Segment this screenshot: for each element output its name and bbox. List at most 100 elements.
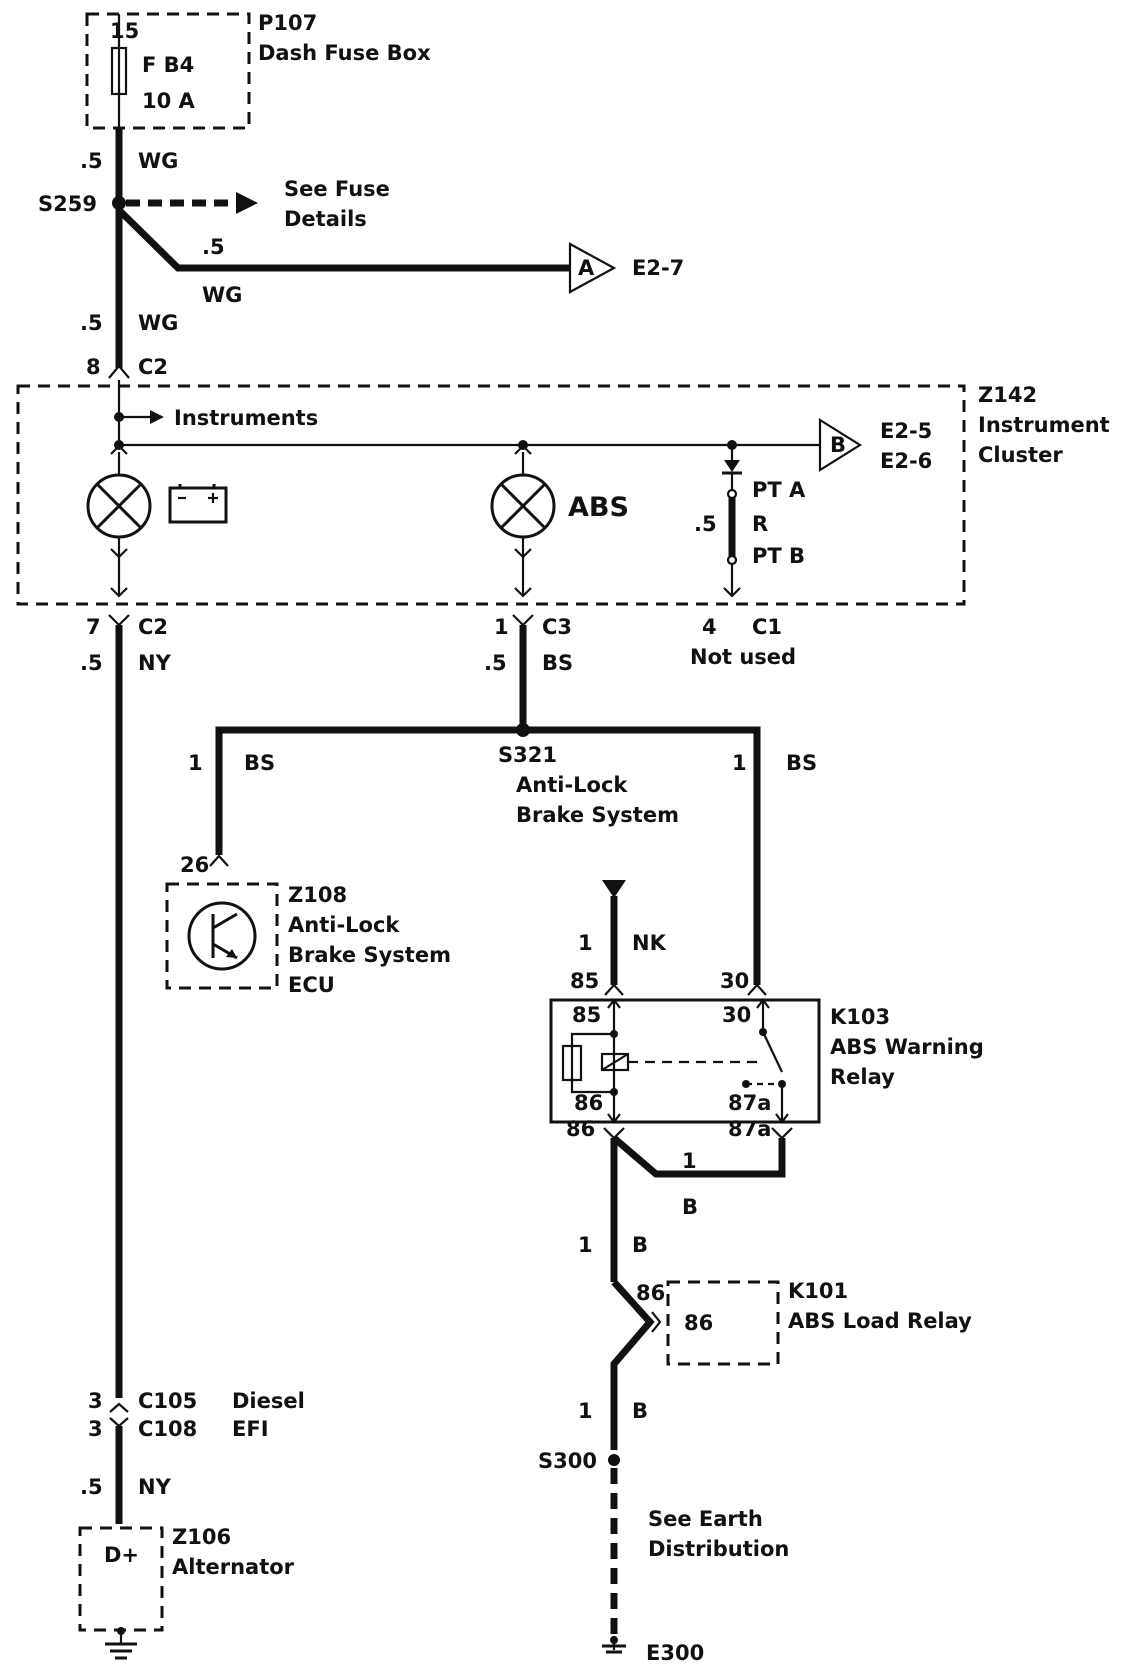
wire-size-label: 1 — [188, 751, 203, 775]
svg-text:Instrument: Instrument — [978, 413, 1110, 437]
wire-size-label: 1 — [682, 1149, 697, 1173]
svg-text:85: 85 — [570, 969, 599, 993]
wire-size-label: 1 — [578, 1233, 593, 1257]
abs-lamp-label: ABS — [568, 492, 629, 523]
wire-color-label: WG — [138, 149, 178, 173]
svg-text:Z106: Z106 — [172, 1525, 231, 1549]
svg-text:Alternator: Alternator — [172, 1555, 295, 1579]
svg-text:86: 86 — [574, 1091, 603, 1115]
svg-text:Brake System: Brake System — [288, 943, 451, 967]
svg-text:K101: K101 — [788, 1279, 848, 1303]
svg-text:Relay: Relay — [830, 1065, 895, 1089]
earth-distribution-note: See Earth — [648, 1507, 763, 1531]
svg-text:7: 7 — [86, 615, 101, 639]
svg-text:Z108: Z108 — [288, 883, 347, 907]
p107-fuse-box: 15 F B4 10 A P107 Dash Fuse Box — [85, 11, 431, 130]
svg-text:ECU: ECU — [288, 973, 335, 997]
z106-alternator: D+ Z106 Alternator — [78, 1525, 295, 1660]
svg-text:3: 3 — [88, 1389, 103, 1413]
svg-text:C2: C2 — [138, 355, 168, 379]
alternator-terminal: D+ — [104, 1543, 139, 1567]
wire-color-label: BS — [244, 751, 275, 775]
offpage-connector-a — [568, 242, 617, 294]
wire-wg-main: .5 WG .5 WG — [80, 128, 178, 368]
z142-instrument-cluster: Z142 Instrument Cluster Instruments B E2… — [16, 380, 1110, 606]
arrow-down-icon — [602, 880, 626, 898]
offpage-reference: E2-5 — [880, 419, 932, 443]
svg-text:Anti-Lock: Anti-Lock — [288, 913, 400, 937]
svg-text:87a: 87a — [728, 1091, 771, 1115]
arrow-right-icon — [150, 410, 164, 424]
instruments-label: Instruments — [174, 406, 318, 430]
svg-text:Cluster: Cluster — [978, 443, 1063, 467]
relay-output-connectors: 86 87a — [566, 1117, 793, 1141]
wire-color-label: NK — [632, 931, 667, 955]
charge-warning-lamp-icon — [86, 473, 152, 539]
svg-text:ABS Load Relay: ABS Load Relay — [788, 1309, 972, 1333]
battery-icon — [168, 484, 228, 524]
svg-text:1: 1 — [494, 615, 509, 639]
wire-b: 1 B 1 B 86 1 B S300 See Earth Distributi… — [538, 1135, 789, 1665]
splice-description: Anti-Lock — [516, 773, 628, 797]
pt-a-label: PT A — [752, 478, 806, 502]
svg-text:86: 86 — [566, 1117, 595, 1141]
resistor-icon — [561, 1044, 583, 1082]
diode-icon — [724, 460, 740, 472]
not-used-note: Not used — [690, 645, 796, 669]
fuse-number: F B4 — [142, 53, 194, 77]
abs-warning-lamp-icon — [490, 473, 556, 539]
svg-text:K103: K103 — [830, 1005, 890, 1029]
wire-color-label: B — [682, 1195, 698, 1219]
svg-text:ABS Warning: ABS Warning — [830, 1035, 984, 1059]
earth-distribution-note: Distribution — [648, 1537, 789, 1561]
p107-name: Dash Fuse Box — [258, 41, 431, 65]
offpage-connector-b — [818, 418, 863, 472]
svg-text:3: 3 — [88, 1417, 103, 1441]
connector-c3-pin-1: 1 C3 — [494, 614, 572, 639]
wire-size-label: .5 — [80, 1475, 103, 1499]
relay-switch-icon — [762, 1031, 783, 1073]
wire-size-label: .5 — [80, 311, 103, 335]
offpage-reference: E2-6 — [880, 449, 932, 473]
wire-size-label: .5 — [484, 651, 507, 675]
wire-nk: 1 NK 85 30 — [570, 880, 767, 996]
offpage-reference: E2-7 — [632, 256, 684, 280]
wire-color-label: NY — [138, 651, 172, 675]
pt-b-label: PT B — [752, 544, 805, 568]
svg-text:Z142: Z142 — [978, 383, 1037, 407]
svg-text:30: 30 — [720, 969, 749, 993]
connector-c2-pin-7: 7 C2 — [86, 614, 168, 639]
p107-id: P107 — [258, 11, 317, 35]
svg-text:87a: 87a — [728, 1117, 771, 1141]
splice-label: S300 — [538, 1449, 597, 1473]
arrow-right-icon — [236, 192, 258, 214]
svg-text:C105: C105 — [138, 1389, 197, 1413]
wire-size-label: .5 — [80, 651, 103, 675]
wire-size-label: .5 — [202, 235, 225, 259]
svg-text:C108: C108 — [138, 1417, 197, 1441]
svg-text:8: 8 — [86, 355, 101, 379]
offpage-letter: A — [578, 256, 595, 280]
wire-size-label: .5 — [80, 149, 103, 173]
svg-text:C1: C1 — [752, 615, 782, 639]
splice-description: Brake System — [516, 803, 679, 827]
fuse-details-note: Details — [284, 207, 367, 231]
wire-color-label: BS — [786, 751, 817, 775]
splice-label: S321 — [498, 743, 557, 767]
wire-color-label: R — [752, 512, 768, 536]
k101-abs-load-relay: 86 K101 ABS Load Relay — [666, 1279, 972, 1366]
splice-s259: S259 See Fuse Details .5 WG A E2-7 — [38, 177, 684, 307]
wire-size-label: .5 — [694, 512, 717, 536]
wire-color-label: NY — [138, 1475, 172, 1499]
splice-label: S259 — [38, 192, 97, 216]
svg-text:85: 85 — [572, 1003, 601, 1027]
wire-size-label: 1 — [732, 751, 747, 775]
earth-point-icon — [602, 1636, 626, 1654]
earth-label: E300 — [646, 1641, 704, 1665]
connector-c1-pin-4: 4 C1 Not used — [690, 615, 796, 669]
wire-color-label: B — [632, 1233, 648, 1257]
svg-text:30: 30 — [722, 1003, 751, 1027]
ground-icon — [105, 1627, 137, 1660]
svg-text:EFI: EFI — [232, 1417, 269, 1441]
